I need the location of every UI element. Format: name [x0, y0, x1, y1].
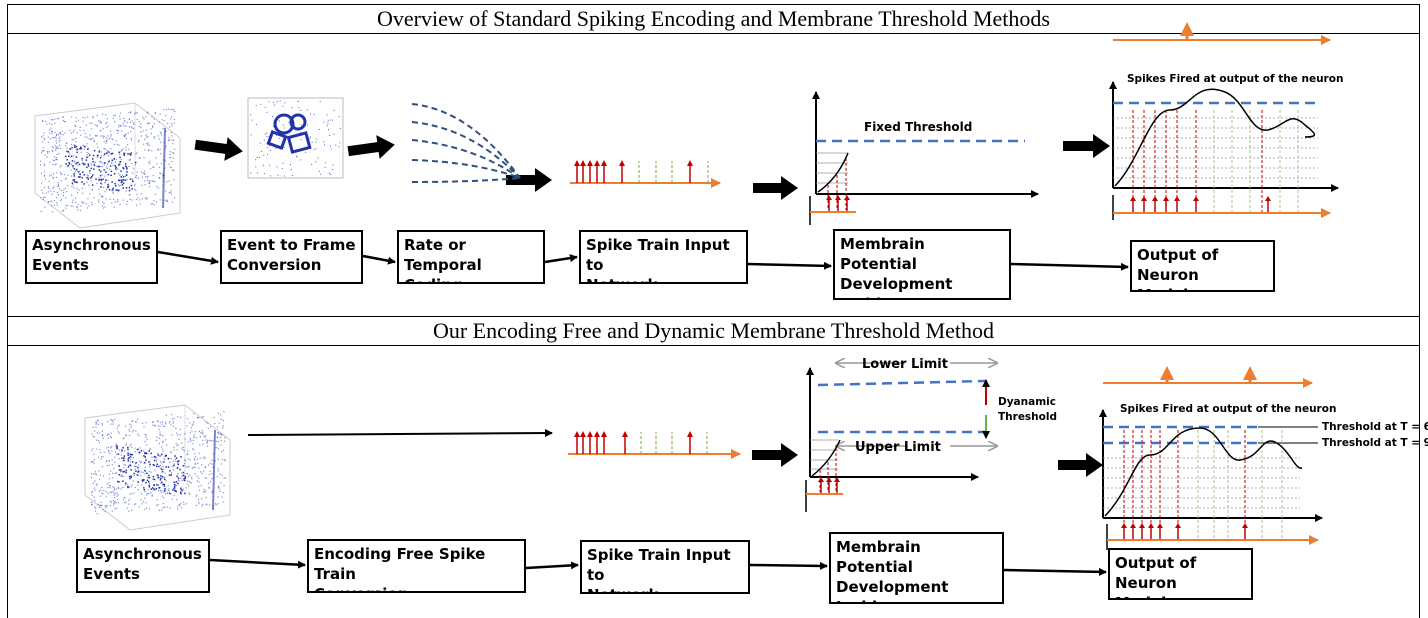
- spike-train-input: [570, 160, 721, 188]
- coding-curves: [411, 103, 521, 183]
- fixed-threshold-label: Fixed Threshold: [864, 120, 972, 134]
- lower-threshold-line: [817, 379, 986, 387]
- box-encoding-free-conversion: Encoding Free Spike Train Conversion: [307, 539, 526, 593]
- panel-standard-method: [7, 34, 1420, 316]
- upper-limit-label: Upper Limit: [855, 440, 941, 455]
- event-frame-image: [247, 97, 344, 179]
- box-spike-train-input: Spike Train Input to Network: [579, 230, 748, 284]
- direct-arrow: [247, 429, 553, 438]
- thick-arrow: [194, 134, 1110, 200]
- header-standard-method: Overview of Standard Spiking Encoding an…: [7, 4, 1420, 34]
- spike-train-input-2: [568, 431, 741, 459]
- box-event-to-frame: Event to Frame Conversion: [220, 230, 363, 284]
- membrane-graph-fixed: Fixed Threshold: [809, 91, 1039, 225]
- event-cloud-image-2: [84, 404, 231, 531]
- box-spike-train-input-2: Spike Train Input to Network: [580, 540, 750, 594]
- box-membrane-potential: Membrain Potential Development Inside Sp…: [833, 229, 1011, 300]
- box-rate-temporal-coding: Rate or Temporal Coding: [397, 230, 545, 284]
- output-neuron-graph-1: Spikes Fired at output of the neuron: [1109, 22, 1343, 220]
- box-asynchronous-events-2: Asynchronous Events: [76, 539, 210, 593]
- threshold-t6-label: Threshold at T = 6: [1322, 421, 1428, 433]
- spikes-fired-label: Spikes Fired at output of the neuron: [1127, 73, 1343, 85]
- box-output-neuron-2: Output of Neuron Model: [1108, 548, 1253, 600]
- thick-arrow: [752, 443, 798, 467]
- panel-our-method: [7, 346, 1420, 618]
- box-asynchronous-events: Asynchronous Events: [25, 230, 158, 284]
- threshold-t9-label: Threshold at T = 9: [1322, 437, 1428, 449]
- lower-limit-label: Lower Limit: [862, 357, 948, 372]
- thick-arrow: [1058, 453, 1103, 477]
- box-membrane-potential-2: Membrain Potential Development Inside Sp…: [829, 532, 1004, 604]
- box-output-neuron: Output of Neuron Model: [1130, 240, 1275, 292]
- membrane-graph-dynamic: Lower Limit Upper Limit Dyanamic Thresho…: [805, 357, 1060, 512]
- event-cloud-image: [34, 102, 181, 229]
- header-our-method: Our Encoding Free and Dynamic Membrane T…: [7, 316, 1420, 346]
- output-neuron-graph-2: Spikes Fired at output of the neuron Thr…: [1099, 366, 1428, 550]
- dynamic-threshold-label: Dyanamic Threshold: [998, 396, 1060, 423]
- spikes-fired-label-2: Spikes Fired at output of the neuron: [1120, 403, 1336, 415]
